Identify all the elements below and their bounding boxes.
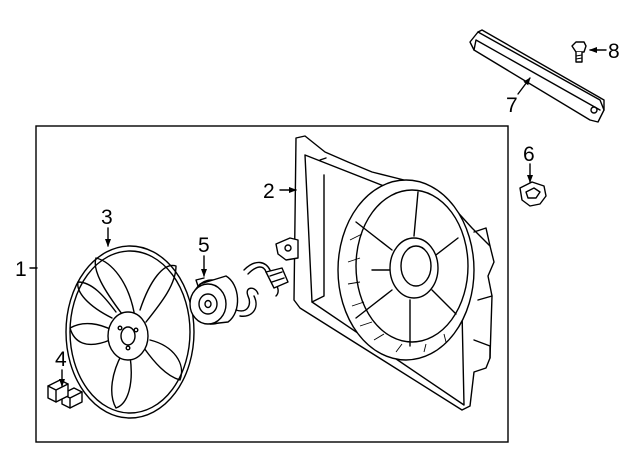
callout-6: 6 [523,143,535,166]
retainer-clip [519,181,547,207]
callout-1: 1 [15,258,27,281]
assembly-frame [35,125,509,443]
callout-4: 4 [55,348,67,371]
callout-7: 7 [506,94,518,117]
callout-3: 3 [101,206,113,229]
callout-2: 2 [263,180,275,203]
callout-5: 5 [198,234,210,257]
callout-8: 8 [608,40,620,63]
fan-motor [189,261,289,325]
fan-shroud [275,135,495,411]
fan-blade [65,245,195,419]
upper-bracket [469,29,605,123]
bolt [47,379,83,409]
screw [571,41,587,63]
leader-lines [29,47,607,387]
